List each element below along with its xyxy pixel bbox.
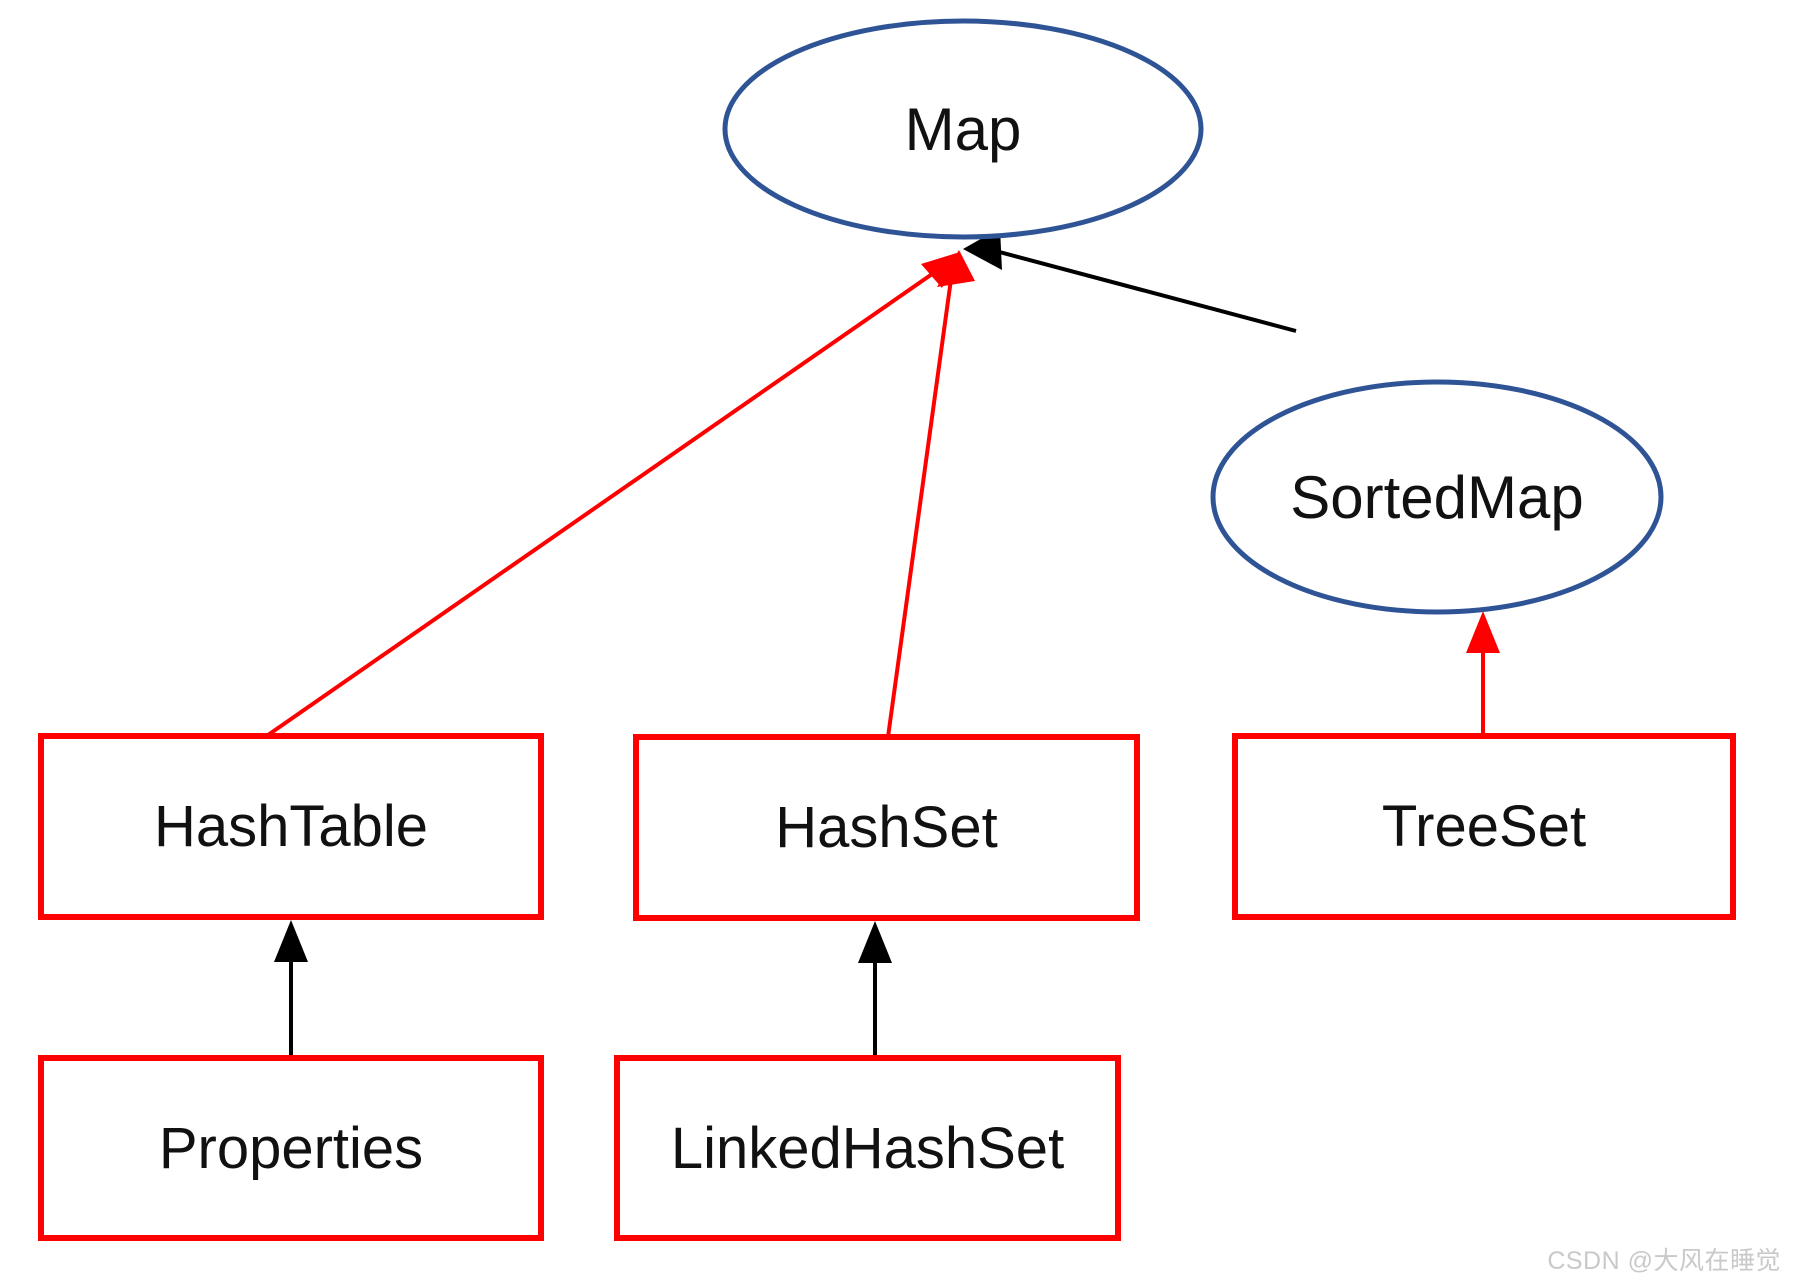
node-linkedhashset-box[interactable]	[614, 1055, 1121, 1241]
arrowhead-hashset-map	[937, 250, 975, 287]
node-map-ellipse[interactable]	[722, 18, 1204, 240]
edge-sortedmap-to-map	[963, 228, 1297, 333]
node-hashtable-box[interactable]	[38, 733, 544, 920]
arrowhead-linkedhashset-hashset	[858, 921, 892, 963]
edge-line-hashset-map	[886, 271, 954, 738]
edge-line-sortedmap-map	[991, 248, 1297, 333]
node-properties-box[interactable]	[38, 1055, 544, 1241]
node-sortedmap-ellipse[interactable]	[1210, 379, 1664, 615]
edge-properties-to-hashtable	[274, 920, 308, 1058]
edge-hashset-to-map	[886, 250, 975, 738]
arrowhead-properties-hashtable	[274, 920, 308, 962]
edge-linkedhashset-to-hashset	[858, 921, 892, 1058]
node-hashset-box[interactable]	[633, 734, 1140, 921]
csdn-watermark: CSDN @大风在睡觉	[1547, 1247, 1781, 1275]
arrowhead-treeset-sortedmap	[1466, 611, 1500, 653]
arrowhead-hashtable-map	[921, 252, 960, 288]
edge-treeset-to-sortedmap	[1466, 611, 1500, 735]
edge-hashtable-to-map	[266, 252, 960, 737]
node-treeset-box[interactable]	[1232, 733, 1736, 920]
edge-line-hashtable-map	[266, 261, 950, 737]
